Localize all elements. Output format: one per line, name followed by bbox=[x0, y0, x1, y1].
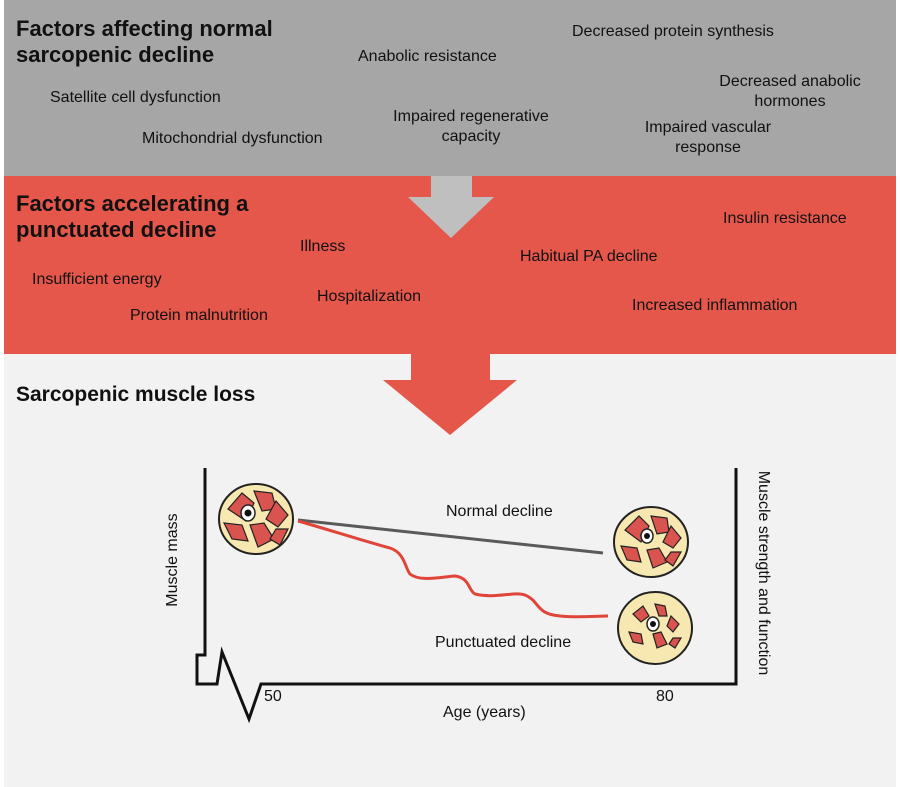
muscle-cross-section-start bbox=[218, 483, 294, 555]
anabolic-hormones-line1: Decreased anabolic bbox=[719, 73, 861, 90]
impaired-regen-line1: Impaired regenerative bbox=[393, 108, 549, 125]
factor-insufficient-energy: Insufficient energy bbox=[32, 271, 162, 288]
factor-protein-synthesis: Decreased protein synthesis bbox=[572, 23, 774, 40]
x-axis-label: Age (years) bbox=[443, 704, 526, 721]
x-tick-start: 50 bbox=[264, 688, 282, 705]
normal-decline-line bbox=[297, 518, 604, 555]
accelerating-heading-line1: Factors accelerating a bbox=[16, 191, 249, 216]
punctuated-decline-label: Punctuated decline bbox=[435, 634, 572, 651]
muscle-cross-section-punctuated-end bbox=[617, 591, 693, 665]
x-tick-end: 80 bbox=[656, 688, 674, 705]
muscle-cross-section-normal-end bbox=[613, 506, 689, 578]
factor-satellite-cell: Satellite cell dysfunction bbox=[50, 89, 221, 106]
gray-down-arrow bbox=[408, 176, 494, 238]
normal-decline-factors-band bbox=[4, 0, 896, 176]
anabolic-hormones-line2: hormones bbox=[754, 93, 826, 110]
normal-heading-line1: Factors affecting normal bbox=[16, 16, 273, 41]
normal-heading-line2: sarcopenic decline bbox=[16, 42, 215, 67]
graph-axis-right bbox=[706, 468, 738, 686]
vascular-line2: response bbox=[675, 139, 741, 156]
factor-habitual-pa: Habitual PA decline bbox=[520, 248, 658, 265]
factor-illness: Illness bbox=[300, 238, 346, 255]
factor-hospitalization: Hospitalization bbox=[317, 288, 422, 305]
outcome-heading: Sarcopenic muscle loss bbox=[16, 383, 256, 406]
accelerating-heading-line2: punctuated decline bbox=[16, 217, 217, 242]
factor-mitochondrial: Mitochondrial dysfunction bbox=[142, 130, 323, 147]
graph-axis-left bbox=[195, 468, 706, 724]
factor-insulin-resistance: Insulin resistance bbox=[723, 210, 847, 227]
factor-anabolic-hormones: Decreased anabolic hormones bbox=[700, 72, 880, 112]
y-axis-left-label: Muscle mass bbox=[164, 513, 181, 607]
red-down-arrow bbox=[383, 354, 517, 435]
factor-protein-malnutrition: Protein malnutrition bbox=[130, 307, 268, 324]
impaired-regen-line2: capacity bbox=[441, 128, 501, 145]
y-axis-right-label: Muscle strength and function bbox=[755, 470, 772, 676]
factor-impaired-vascular: Impaired vascular response bbox=[620, 118, 796, 158]
accelerating-factors-heading: Factors accelerating a punctuated declin… bbox=[16, 191, 248, 243]
factor-impaired-regenerative: Impaired regenerative capacity bbox=[381, 107, 561, 147]
factor-anabolic-resistance: Anabolic resistance bbox=[358, 48, 497, 65]
normal-decline-label: Normal decline bbox=[446, 503, 553, 520]
vascular-line1: Impaired vascular bbox=[644, 119, 772, 136]
normal-factors-heading: Factors affecting normal sarcopenic decl… bbox=[16, 16, 273, 68]
punctuated-decline-line bbox=[297, 519, 609, 619]
factor-inflammation: Increased inflammation bbox=[632, 297, 798, 314]
